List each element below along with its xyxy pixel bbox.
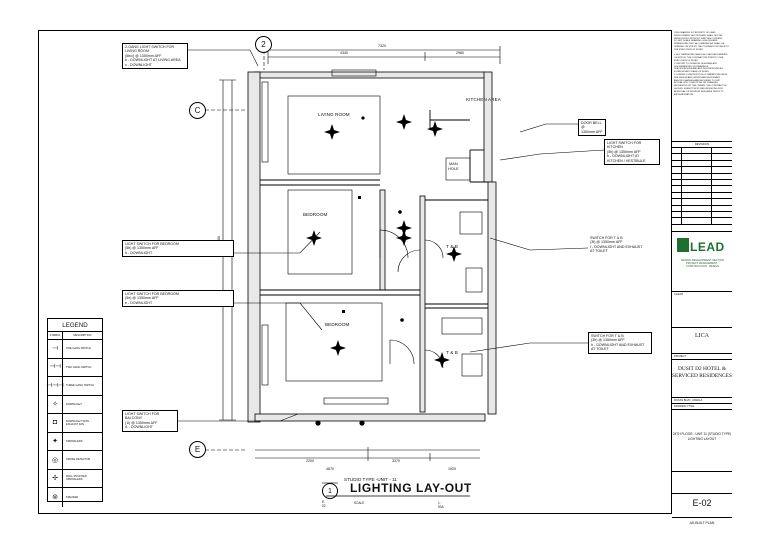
- legend-row: ⟞⟞TWO GANG SWITCH: [48, 358, 102, 377]
- grid-bubble-2: 2: [255, 36, 272, 53]
- grid-bubble-c: C: [189, 102, 206, 119]
- dim-top-left: 4340: [340, 51, 348, 55]
- legend-title: LEGEND: [48, 319, 102, 332]
- dim-bottom-left: 2200: [306, 459, 314, 463]
- legend-row: ✧DOWNLIGHT: [48, 395, 102, 414]
- callout-tb1-switch: SWITCH FOR T & B (3f) @ 1350mm AFF f - D…: [588, 235, 652, 255]
- legend-description: DOWNLIGHT: [66, 402, 82, 406]
- project-name: DUSIT D2 HOTEL & SERVICED RESIDENCES: [672, 360, 732, 398]
- legend-symbol-icon: ✢: [48, 469, 63, 487]
- legend-row: ◎SMOKE DETECTOR: [48, 451, 102, 470]
- legend-row: ⊚SPEAKER: [48, 488, 102, 507]
- drawing-scale-label: SCALE: [354, 501, 365, 505]
- legend-row: ⟞ONE GANG SWITCH: [48, 340, 102, 359]
- dim-top-right: 2980: [456, 51, 464, 55]
- legend-description: TWO GANG SWITCH: [66, 365, 92, 369]
- legend-symbol-icon: ✦: [48, 432, 63, 450]
- legend-symbol-icon: ✧: [48, 395, 63, 413]
- dim-bottom-b: 1920: [448, 467, 456, 471]
- drawing-scale-value: 1 : 50A: [438, 501, 444, 509]
- drawing-subtitle: STUDIO TYPE -UNIT - 11: [344, 477, 397, 482]
- legend-symbol-icon: ◎: [48, 451, 63, 469]
- drawing-title-block: 24TH FLOOR - UNIT 11 (STUDIO TYPE) LIGHT…: [672, 410, 732, 472]
- grid-bubble-e: E: [189, 441, 206, 458]
- client-label: CLIENT: [672, 292, 732, 328]
- legend-header: SYMBOL DESCRIPTION: [48, 332, 102, 340]
- project-label: PROJECT: [672, 354, 732, 360]
- legend-row: ◘DOWNLIGHT WITH EXHAUST FAN: [48, 414, 102, 433]
- legend-description: SPRINKLERS: [66, 439, 83, 443]
- legend-symbol-icon: ◘: [48, 414, 63, 432]
- general-notes: THIS DRAWING IS PROPERTY OF LEAD DEVELOP…: [672, 30, 732, 142]
- logo-text: LEAD: [690, 240, 725, 254]
- revisions-label: REVISIONS: [672, 142, 732, 148]
- legend-row: ✢WALL MOUNTED SPRINKLERS: [48, 469, 102, 488]
- dim-bottom-a: 4670: [326, 467, 334, 471]
- room-tb-2: T & B: [446, 350, 458, 355]
- callout-bedroom2-switch: LIGHT SWITCH FOR BEDROOM (5e) @ 1350mm A…: [122, 290, 234, 308]
- drawing-number: 1: [322, 483, 338, 499]
- company-logo: LEAD DESIGN DEVELOPMENT SECTION PROJECT …: [672, 232, 732, 292]
- legend-row: ⟞⟞⟞THREE GANG SWITCH: [46, 377, 102, 396]
- legend-row: ✦SPRINKLERS: [48, 432, 102, 451]
- scale-info-rows: [672, 472, 732, 494]
- legend-symbol-icon: ⊚: [48, 488, 63, 507]
- legend: LEGEND SYMBOL DESCRIPTION ⟞ONE GANG SWIT…: [46, 318, 103, 507]
- callout-kitchen-switch: LIGHT SWITCH FOR KITCHEN (5b) @ 1350mm A…: [604, 139, 660, 166]
- legend-description: DOWNLIGHT WITH EXHAUST FAN: [66, 419, 90, 426]
- project-location: ROXAS BLVD., MANILA: [672, 398, 732, 404]
- legend-description: SMOKE DETECTOR: [66, 458, 91, 462]
- legend-col-symbol: SYMBOL: [48, 332, 63, 339]
- legend-col-desc: DESCRIPTION: [73, 334, 92, 337]
- legend-symbol-icon: ⟞: [48, 340, 63, 358]
- room-manhole: MAN HOLE: [448, 162, 459, 171]
- legend-symbol-icon: ⟞⟞: [48, 358, 63, 376]
- callout-tb2-switch: SWITCH FOR T & B (3h) @ 1350mm AFF h - D…: [588, 332, 652, 354]
- legend-description: SPEAKER: [66, 495, 79, 499]
- client-name: LICA: [672, 328, 732, 354]
- room-bedroom-2: BEDROOM: [325, 322, 350, 327]
- legend-description: ONE GANG SWITCH: [66, 347, 91, 351]
- legend-symbol-icon: ⟞⟞⟞: [46, 377, 64, 395]
- room-kitchen: KITCHEN AREA: [466, 97, 501, 102]
- title-block: THIS DRAWING IS PROPERTY OF LEAD DEVELOP…: [671, 30, 732, 525]
- lead-logo-mark-icon: [677, 238, 689, 252]
- legend-description: THREE GANG SWITCH: [66, 384, 95, 388]
- drawing-title: LIGHTING LAY-OUT: [350, 481, 472, 495]
- callout-bedroom1-switch: LIGHT SWITCH FOR BEDROOM (5h) @ 1350mm A…: [122, 240, 234, 258]
- drawing-code: E-02: [322, 500, 326, 508]
- dim-bottom-right: 3370: [392, 459, 400, 463]
- drawing-status: AS-BUILT PLAN: [689, 521, 715, 525]
- room-tb-1: T & B: [446, 244, 458, 249]
- revision-table: REVISIONS: [672, 142, 732, 232]
- dim-top-overall: 7320: [378, 44, 386, 48]
- callout-balcony-switch: LIGHT SWITCH FOR BALCONY (1i) @ 1350mm A…: [122, 410, 178, 432]
- drawing-title-label: DRAWING TITLE: [672, 404, 732, 410]
- room-bedroom-1: BEDROOM: [303, 212, 328, 217]
- logo-subtext: DESIGN DEVELOPMENT SECTION PROJECT MANAG…: [681, 259, 724, 269]
- room-living: LIVING ROOM: [318, 112, 350, 117]
- callout-door-bell: DOOR BELL @ 1350mm AFF: [578, 119, 606, 137]
- sheet-number: E-02: [672, 494, 732, 518]
- legend-description: WALL MOUNTED SPRINKLERS: [66, 475, 87, 482]
- callout-living-switch: 2-GANG LIGHT SWITCH FOR LIVING ROOM (5b/…: [122, 43, 188, 70]
